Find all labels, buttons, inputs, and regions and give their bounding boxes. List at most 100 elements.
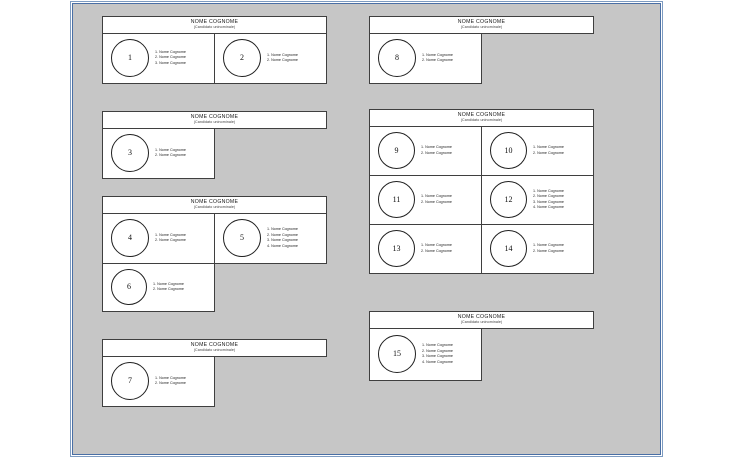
party-symbol-number: 11 [392,194,401,204]
party-group[interactable]: NOME COGNOME(Candidato uninominale) 7 1. N… [102,339,327,407]
candidate-list-item: 1. Nome Cognome [153,281,184,286]
candidate-list-item: 1. Nome Cognome [267,227,298,232]
party-group[interactable]: NOME COGNOME(Candidato uninominale) 8 1. N… [369,16,594,84]
uninominal-candidate-subtitle: (Candidato uninominale) [193,24,236,29]
party-group-header: NOME COGNOME(Candidato uninominale) [102,111,327,129]
party-group[interactable]: NOME COGNOME(Candidato uninominale) 1 1. N… [102,16,327,84]
empty-cell [215,357,327,407]
party-group[interactable]: NOME COGNOME(Candidato uninominale) 4 1. N… [102,196,327,312]
candidate-list-item: 4. Nome Cognome [267,243,298,248]
party-symbol-number: 8 [395,53,399,63]
party-symbol-circle[interactable]: 9 [378,132,415,170]
party-symbol-number: 14 [504,243,513,253]
party-symbol-number: 12 [504,194,513,204]
empty-cell [482,34,594,84]
candidate-list-item: 2. Nome Cognome [533,248,564,253]
party-group-header: NOME COGNOME(Candidato uninominale) [102,339,327,357]
party-symbol-number: 4 [128,233,132,243]
party-symbol-number: 3 [128,148,132,158]
party-group-header: NOME COGNOME(Candidato uninominale) [369,109,594,127]
candidate-list-item: 3. Nome Cognome [155,60,186,65]
party-symbol-circle[interactable]: 5 [223,219,261,258]
party-symbol-number: 10 [504,145,513,155]
candidate-list-item: 3. Nome Cognome [422,354,453,359]
candidate-list-item: 1. Nome Cognome [422,343,453,348]
candidate-list-item: 2. Nome Cognome [155,153,186,158]
party-group-header: NOME COGNOME(Candidato uninominale) [369,16,594,34]
candidate-list-item: 4. Nome Cognome [533,205,564,210]
party-symbol-circle[interactable]: 4 [111,219,149,258]
empty-cell [215,129,327,179]
uninominal-candidate-subtitle: (Candidato uninominale) [193,204,236,209]
uninominal-candidate-name: NOME COGNOME [190,342,239,348]
party-symbol-circle[interactable]: 3 [111,134,149,173]
candidate-list-item: 1. Nome Cognome [533,145,564,150]
party-symbol-circle[interactable]: 7 [111,362,149,401]
candidate-list-item: 1. Nome Cognome [155,49,186,54]
party-symbol-circle[interactable]: 11 [378,181,415,219]
party-symbol-circle[interactable]: 8 [378,39,416,78]
uninominal-candidate-subtitle: (Candidato uninominale) [460,117,503,122]
party-symbol-circle[interactable]: 15 [378,335,416,374]
party-symbol-circle[interactable]: 6 [111,269,147,306]
candidate-list-item: 1. Nome Cognome [533,243,564,248]
party-symbol-number: 9 [394,145,399,155]
uninominal-candidate-name: NOME COGNOME [190,199,239,205]
party-symbol-circle[interactable]: 10 [490,132,527,170]
uninominal-candidate-subtitle: (Candidato uninominale) [193,347,236,352]
uninominal-candidate-subtitle: (Candidato uninominale) [193,119,236,124]
uninominal-candidate-name: NOME COGNOME [457,19,506,25]
candidate-list-item: 1. Nome Cognome [155,147,186,152]
candidate-list-item: 3. Nome Cognome [267,238,298,243]
candidate-list-item: 1. Nome Cognome [422,52,453,57]
party-group[interactable]: NOME COGNOME(Candidato uninominale) 3 1. N… [102,111,327,179]
party-symbol-circle[interactable]: 12 [490,181,527,219]
party-symbol-circle[interactable]: 13 [378,230,415,268]
party-symbol-number: 7 [128,376,132,386]
candidate-list-item: 1. Nome Cognome [155,375,186,380]
party-symbol-number: 2 [240,53,244,63]
candidate-list-item: 2. Nome Cognome [267,232,298,237]
uninominal-candidate-name: NOME COGNOME [457,112,506,118]
candidate-list-item: 1. Nome Cognome [533,188,564,193]
party-symbol-circle[interactable]: 2 [223,39,261,78]
party-symbol-number: 5 [240,233,244,243]
party-symbol-circle[interactable]: 1 [111,39,149,78]
party-group-header: NOME COGNOME(Candidato uninominale) [102,16,327,34]
party-symbol-circle[interactable]: 14 [490,230,527,268]
candidate-list-item: 1. Nome Cognome [155,232,186,237]
